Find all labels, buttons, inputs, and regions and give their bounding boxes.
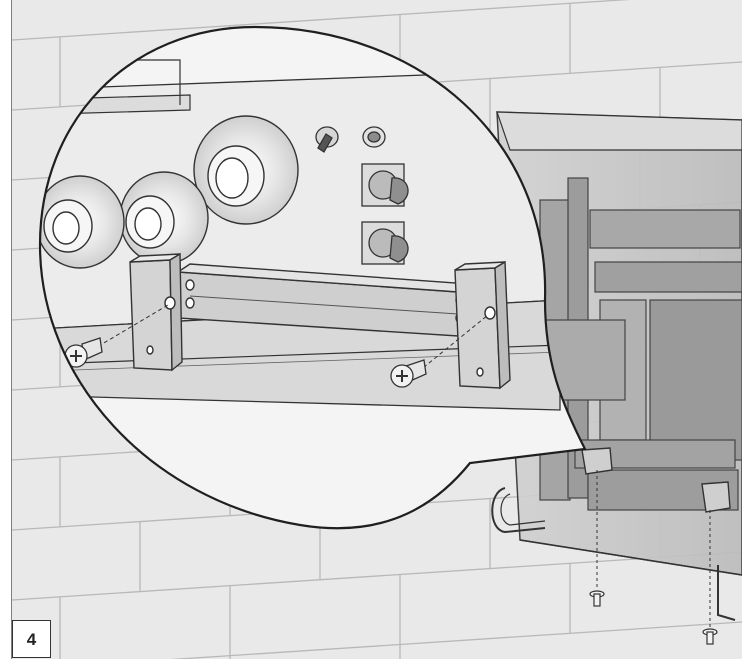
screw-right-callout	[390, 359, 427, 388]
bracket-left	[129, 252, 183, 372]
indicator-light	[362, 126, 386, 148]
bracket-right	[454, 260, 511, 390]
cable-gland-mid	[119, 171, 209, 265]
bottom-screws	[589, 470, 718, 645]
mounting-bar	[175, 263, 473, 337]
connector-lower	[361, 221, 409, 265]
cable-gland-left	[40, 175, 125, 269]
cable-gland-large	[193, 115, 299, 225]
connector-upper	[361, 163, 409, 207]
screw-left-callout	[64, 337, 103, 368]
screw-right-bottom	[702, 628, 718, 645]
screw-left-bottom	[589, 590, 605, 607]
magnified-detail-callout	[38, 25, 587, 530]
enclosure-box	[491, 111, 742, 621]
step-number: 4	[26, 629, 37, 649]
toggle-switch	[315, 126, 339, 153]
step-number-box: 4	[12, 620, 51, 658]
